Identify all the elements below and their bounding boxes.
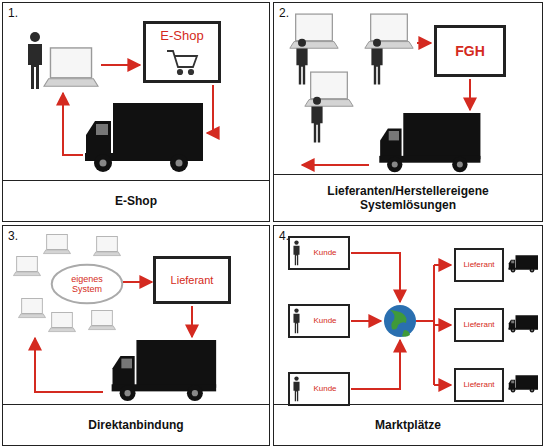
eshop-illustration — [3, 3, 269, 181]
process-box: Lieferant — [153, 256, 231, 304]
panel-caption: E-Shop — [81, 194, 191, 208]
box-label: Lieferant — [463, 380, 494, 389]
panel-caption: Direktanbindung — [54, 418, 217, 432]
box-label: Kunde — [313, 384, 336, 393]
process-box: Lieferant — [454, 248, 504, 282]
panel-frame: 4.MarktplätzeKundeKundeKundeLieferantLie… — [273, 225, 543, 446]
supplier-system-illustration — [274, 3, 542, 175]
box-label: Lieferant — [463, 260, 494, 269]
process-box: FGH — [434, 25, 506, 77]
panel-frame: 1.E-ShopE-Shop — [2, 2, 270, 222]
caption-strip: E-Shop — [3, 180, 269, 221]
process-box: Lieferant — [454, 308, 504, 342]
globe — [384, 305, 416, 337]
caption-strip: Marktplätze — [274, 404, 542, 445]
callout-number: 2. — [279, 6, 289, 20]
box-label: Kunde — [313, 316, 336, 325]
box-label: FGH — [455, 43, 485, 59]
process-box: Lieferant — [454, 368, 504, 402]
process-box: Kunde — [288, 236, 350, 270]
callout-number: 1. — [8, 6, 18, 20]
box-label: Kunde — [313, 248, 336, 257]
box-label: Lieferant — [171, 274, 214, 287]
panel-frame: 3. Direktanbindung eigenes System Lieferant — [2, 225, 270, 446]
caption-strip: Direktanbindung — [3, 404, 269, 445]
system-ellipse: eigenes System — [51, 264, 123, 304]
panel-caption: Marktplätze — [341, 418, 475, 432]
box-label: E-Shop — [160, 29, 203, 44]
process-box: Kunde — [288, 304, 350, 338]
box-label: Lieferant — [463, 320, 494, 329]
direct-link-illustration — [3, 226, 269, 406]
process-box: Kunde — [288, 372, 350, 406]
connector-arrow — [123, 281, 152, 283]
callout-number: 3. — [8, 229, 18, 243]
panel-caption: Lieferanten/Herstellereigene Systemlösun… — [274, 184, 542, 213]
panel-frame: 2. Lieferanten/Herstellereigene Systemlös… — [273, 2, 543, 222]
caption-strip: Lieferanten/Herstellereigene Systemlösun… — [274, 174, 542, 221]
box-label: eigenes System — [61, 274, 113, 295]
process-box: E-Shop — [143, 21, 221, 83]
